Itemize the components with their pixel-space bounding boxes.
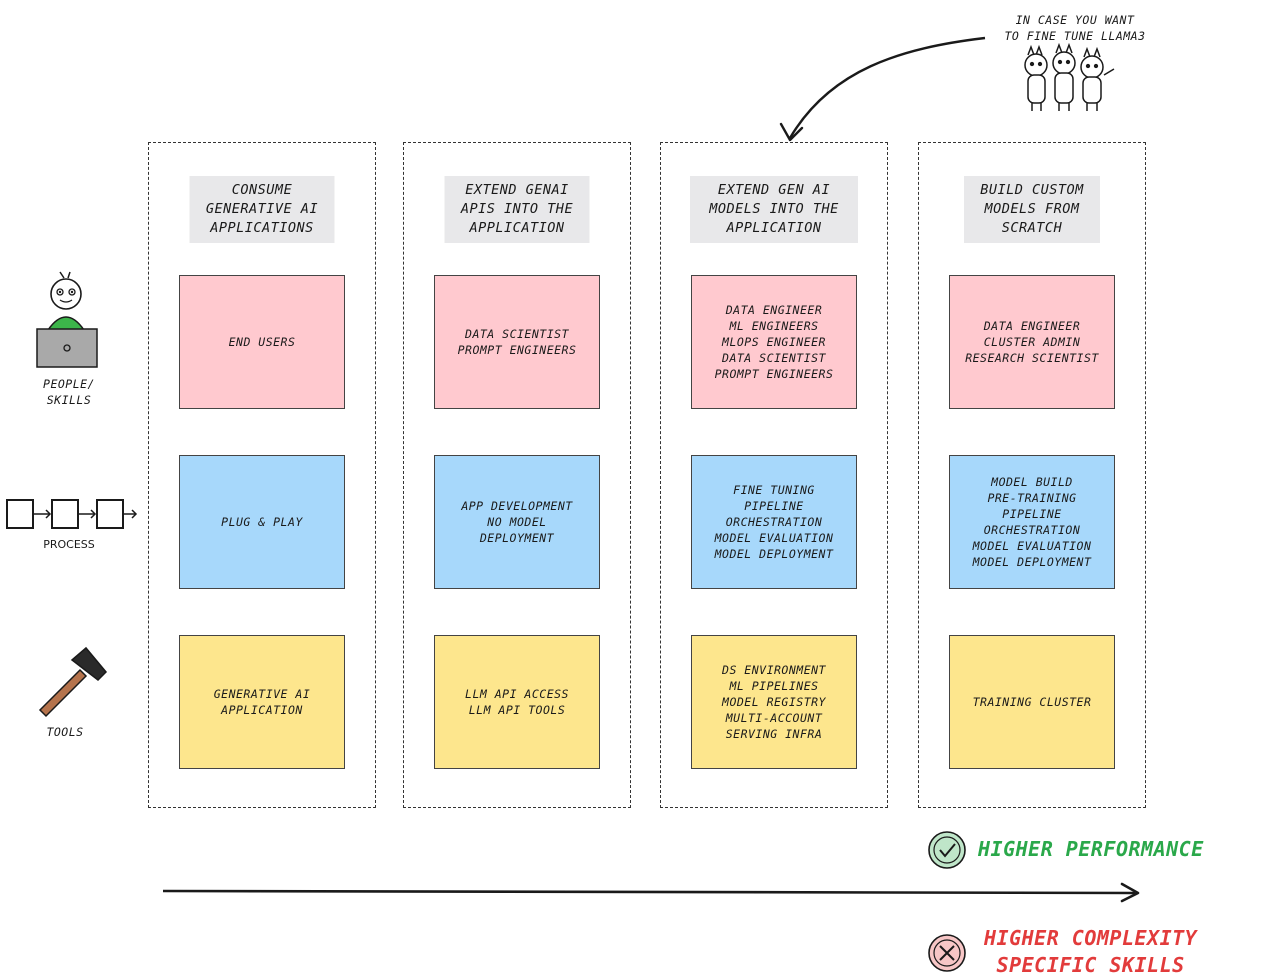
people-note: DATA SCIENTIST PROMPT ENGINEERS <box>434 275 600 409</box>
tools-note: LLM API ACCESS LLM API TOOLS <box>434 635 600 769</box>
column-title: CONSUME GENERATIVE AI APPLICATIONS <box>189 176 335 243</box>
column-extend-apis: EXTEND GENAI APIs INTO THE APPLICATION D… <box>403 142 631 808</box>
people-note: END USERS <box>179 275 345 409</box>
tools-note: TRAINING CLUSTER <box>949 635 1115 769</box>
column-title: EXTEND GENAI APIs INTO THE APPLICATION <box>444 176 590 243</box>
process-boxes-icon <box>6 499 138 529</box>
annotation-text: IN CASE YOU WANT TO FINE TUNE LLAMA3 <box>1004 13 1146 43</box>
row-label-tools: TOOLS <box>46 725 84 739</box>
process-note: MODEL BUILD PRE-TRAINING PIPELINE ORCHES… <box>949 455 1115 589</box>
legend-performance: HIGHER PERFORMANCE <box>978 837 1204 861</box>
process-note: FINE TUNING PIPELINE ORCHESTRATION MODEL… <box>691 455 857 589</box>
person-at-laptop-icon <box>36 271 98 368</box>
tools-note: DS ENVIRONMENT ML PIPELINES MODEL REGIST… <box>691 635 857 769</box>
column-build-custom: BUILD CUSTOM MODELS FROM SCRATCH DATA EN… <box>918 142 1146 808</box>
column-title: BUILD CUSTOM MODELS FROM SCRATCH <box>964 176 1100 243</box>
column-extend-models: EXTEND GEN AI MODELS INTO THE APPLICATIO… <box>660 142 888 808</box>
people-note: DATA ENGINEER CLUSTER ADMIN RESEARCH SCI… <box>949 275 1115 409</box>
column-title: EXTEND GEN AI MODELS INTO THE APPLICATIO… <box>690 176 858 243</box>
legend-complexity: HIGHER COMPLEXITY SPECIFIC SKILLS <box>984 926 1198 977</box>
process-note: APP DEVELOPMENT NO MODEL DEPLOYMENT <box>434 455 600 589</box>
column-consume: CONSUME GENERATIVE AI APPLICATIONS END U… <box>148 142 376 808</box>
tools-note: GENERATIVE AI APPLICATION <box>179 635 345 769</box>
people-note: DATA ENGINEER ML ENGINEERS MLOPS ENGINEE… <box>691 275 857 409</box>
process-note: PLUG & PLAY <box>179 455 345 589</box>
x-circle-icon <box>928 934 966 972</box>
check-circle-icon <box>928 831 966 869</box>
row-label-people: PEOPLE/ SKILLS <box>43 377 95 407</box>
row-label-process: PROCESS <box>43 538 95 551</box>
hammer-icon <box>38 646 108 718</box>
llama-trio-icon <box>1024 42 1115 111</box>
